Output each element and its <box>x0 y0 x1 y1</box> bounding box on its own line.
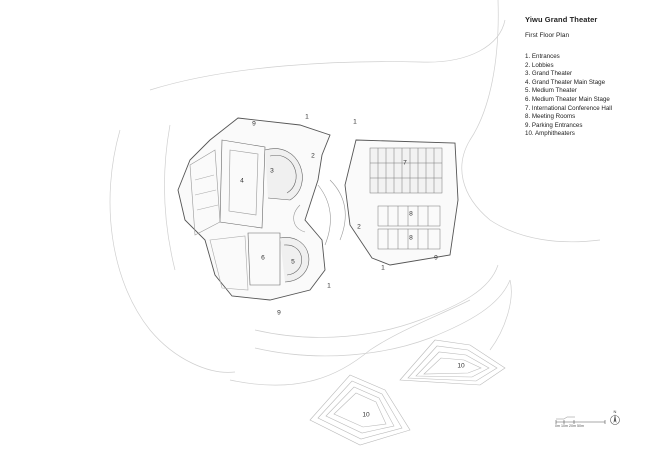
label-conference-hall: 7 <box>403 159 407 167</box>
legend-item: 4. Grand Theater Main Stage <box>525 78 606 86</box>
legend-item: 7. International Conference Hall <box>525 104 613 112</box>
conference-hall-grid <box>369 147 443 250</box>
legend-item: 1. Entrances <box>525 53 560 60</box>
legend-list: 1. Entrances 2. Lobbies 3. Grand Theater… <box>525 53 612 139</box>
label-lobby-east: 2 <box>357 223 361 231</box>
north-label: N <box>614 409 617 414</box>
label-entrance-east: 1 <box>353 118 357 126</box>
north-arrow-icon: N <box>610 409 620 425</box>
label-parking-east: 9 <box>434 254 438 262</box>
label-parking-north: 9 <box>252 120 256 128</box>
legend-item: 3. Grand Theater <box>525 70 573 78</box>
label-entrance-south: 1 <box>327 282 331 290</box>
legend-item: 8. Meeting Rooms <box>525 113 576 121</box>
grand-theater-block <box>189 139 303 236</box>
label-parking-south: 9 <box>277 309 281 317</box>
label-meeting-room-b: 8 <box>409 234 413 242</box>
scale-bar-text: 0m 10m 20m 50m <box>555 424 584 428</box>
legend-item: 2. Lobbies <box>525 61 554 69</box>
label-medium-stage: 6 <box>261 254 265 262</box>
amphitheater-south <box>309 374 411 446</box>
legend-item: 5. Medium Theater <box>525 87 577 95</box>
scale-bar <box>555 416 606 424</box>
label-medium-theater: 5 <box>291 258 295 266</box>
page-title: Yiwu Grand Theater <box>525 15 598 24</box>
legend-item: 9. Parking Entrances <box>525 121 583 129</box>
label-entrance-southeast: 1 <box>381 264 385 272</box>
lobby-connector <box>293 179 346 246</box>
label-entrance-north: 1 <box>305 113 309 121</box>
label-amphitheater-north: 10 <box>457 362 465 370</box>
legend-item: 10. Amphitheaters <box>525 130 575 138</box>
label-lobby-west: 2 <box>311 152 315 160</box>
label-amphitheater-south: 10 <box>362 411 370 419</box>
medium-theater-block <box>209 232 310 291</box>
amphitheater-north <box>399 339 506 386</box>
page-subtitle: First Floor Plan <box>525 32 570 39</box>
site-contours <box>109 0 601 386</box>
legend-item: 6. Medium Theater Main Stage <box>525 95 610 103</box>
label-meeting-room-a: 8 <box>409 210 413 218</box>
label-grand-stage: 4 <box>240 177 244 185</box>
label-grand-theater: 3 <box>270 167 274 175</box>
